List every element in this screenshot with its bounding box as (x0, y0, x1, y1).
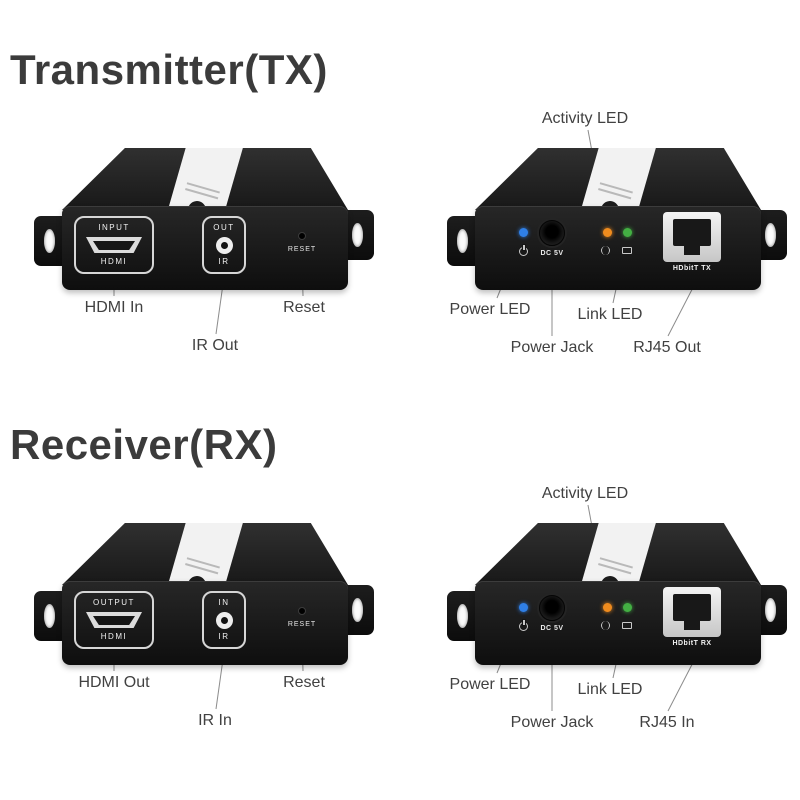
ir-jack-center (220, 241, 228, 249)
rj45-port-slot (673, 594, 711, 621)
callout-ir-out: IR Out (191, 337, 239, 354)
ear-screw-hole (44, 229, 55, 253)
device-top-panel (475, 523, 761, 585)
power-led-indicator (519, 603, 528, 612)
tx-rear-device: DC 5V HDbitT TX (447, 148, 787, 298)
rx-rear-device: DC 5V HDbitT RX (447, 523, 787, 673)
callout-rj45-in: RJ45 In (639, 714, 695, 731)
section-heading-receiver: Receiver(RX) (10, 421, 278, 468)
hdmi-port (86, 237, 142, 253)
device-top-panel (62, 148, 348, 210)
callout-power-led: Power LED (449, 676, 531, 693)
device-rear-face: DC 5V HDbitT TX (475, 206, 761, 290)
callout-power-jack: Power Jack (510, 714, 594, 731)
link-led-indicator (623, 603, 632, 612)
device-rear-face: DC 5V HDbitT RX (475, 581, 761, 665)
activity-led-indicator (603, 228, 612, 237)
reset-panel-label: RESET (287, 621, 317, 628)
device-top-panel (475, 148, 761, 210)
rj45-port-tab (684, 246, 700, 255)
ear-screw-hole (457, 229, 468, 253)
hdmi-port-top-label: INPUT (98, 223, 130, 232)
reset-button-hole (298, 232, 306, 240)
ir-port-top-label: IN (218, 598, 230, 607)
ir-jack-center (220, 616, 228, 624)
hdmi-port-bottom-label: HDMI (100, 257, 128, 266)
dc-power-jack (539, 220, 565, 246)
ir-jack (215, 236, 233, 254)
hdmi-port-top-label: OUTPUT (93, 598, 135, 607)
rj45-panel-label: HDbitT RX (672, 640, 712, 647)
callout-reset: Reset (283, 674, 325, 691)
hdmi-port (86, 612, 142, 628)
callout-power-jack: Power Jack (510, 339, 594, 356)
callout-hdmi-in: HDMI In (84, 299, 144, 316)
rj45-port-tab (684, 621, 700, 630)
ear-screw-hole (765, 223, 776, 247)
receiver-section: Receiver(RX) OUTPUT HDMI IN (0, 375, 800, 800)
link-led-indicator (623, 228, 632, 237)
ir-port-group: OUT IR (202, 216, 246, 274)
transmitter-section: Transmitter(TX) INPUT HDMI OUT (0, 0, 800, 425)
signal-icon (601, 621, 610, 630)
hdmi-port-slot (93, 616, 135, 625)
rj45-port-slot (673, 219, 711, 246)
ir-port-top-label: OUT (213, 223, 235, 232)
ear-screw-hole (457, 604, 468, 628)
tx-front-device: INPUT HDMI OUT IR RESET (34, 148, 374, 298)
hdmi-port-group: OUTPUT HDMI (74, 591, 154, 649)
rj45-panel-label: HDbitT TX (672, 265, 712, 272)
ir-port-bottom-label: IR (218, 257, 230, 266)
callout-activity-led: Activity LED (541, 485, 629, 502)
ear-screw-hole (352, 223, 363, 247)
rj45-port (663, 587, 721, 637)
ear-screw-hole (765, 598, 776, 622)
ear-screw-hole (44, 604, 55, 628)
callout-activity-led: Activity LED (541, 110, 629, 127)
mounting-ear-left (34, 216, 66, 266)
monitor-icon (622, 247, 632, 254)
rj45-port (663, 212, 721, 262)
section-heading-transmitter: Transmitter(TX) (10, 46, 328, 93)
activity-led-indicator (603, 603, 612, 612)
rx-front-device: OUTPUT HDMI IN IR RESET (34, 523, 374, 673)
callout-link-led: Link LED (577, 681, 643, 698)
mounting-ear-left (447, 591, 479, 641)
signal-icon (601, 246, 610, 255)
ir-port-bottom-label: IR (218, 632, 230, 641)
power-icon (519, 622, 528, 631)
callout-rj45-out: RJ45 Out (633, 339, 701, 356)
power-icon (519, 247, 528, 256)
hdmi-port-slot (93, 241, 135, 250)
callout-link-led: Link LED (577, 306, 643, 323)
monitor-icon (622, 622, 632, 629)
hdmi-port-bottom-label: HDMI (100, 632, 128, 641)
device-front-face: OUTPUT HDMI IN IR RESET (62, 581, 348, 665)
ear-screw-hole (352, 598, 363, 622)
mounting-ear-left (34, 591, 66, 641)
callout-ir-in: IR In (198, 712, 232, 729)
hdmi-port-group: INPUT HDMI (74, 216, 154, 274)
ir-port-group: IN IR (202, 591, 246, 649)
callout-reset: Reset (283, 299, 325, 316)
dc-power-jack (539, 595, 565, 621)
reset-button-hole (298, 607, 306, 615)
reset-panel-label: RESET (287, 246, 317, 253)
ir-jack (215, 611, 233, 629)
device-top-panel (62, 523, 348, 585)
power-led-indicator (519, 228, 528, 237)
mounting-ear-left (447, 216, 479, 266)
dc-jack-label: DC 5V (540, 625, 564, 632)
callout-hdmi-out: HDMI Out (78, 674, 150, 691)
callout-power-led: Power LED (449, 301, 531, 318)
device-front-face: INPUT HDMI OUT IR RESET (62, 206, 348, 290)
dc-jack-label: DC 5V (540, 250, 564, 257)
